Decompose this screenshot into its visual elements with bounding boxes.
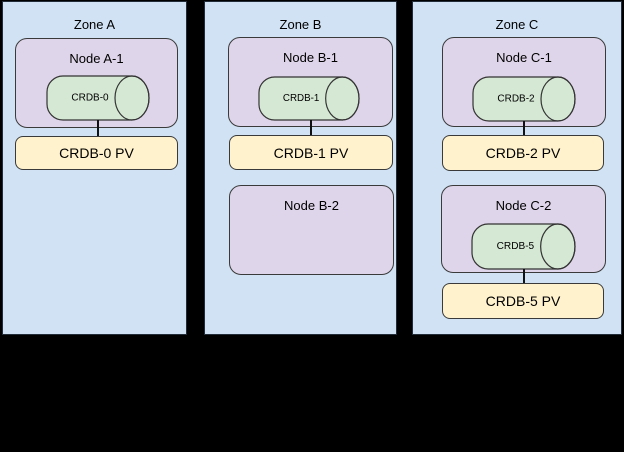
node-c-1-label: Node C-1 <box>496 50 552 65</box>
crdb-5-pv-box: CRDB-5 PV <box>442 283 604 319</box>
crdb-1-database-cylinder: CRDB-1 <box>258 76 360 121</box>
crdb-0-database-cylinder: CRDB-0 <box>46 75 150 121</box>
connector-crdb-2-to-pv <box>523 121 525 135</box>
zone-c-label: Zone C <box>495 17 539 32</box>
database-cylinder-icon: CRDB-5 <box>471 223 576 270</box>
database-cylinder-icon: CRDB-1 <box>258 76 360 121</box>
connector-crdb-0-to-pv <box>97 120 99 136</box>
node-a-1-label: Node A-1 <box>69 51 124 66</box>
node-c-2-label: Node C-2 <box>495 198 552 213</box>
database-cylinder-icon: CRDB-2 <box>472 76 576 122</box>
connector-crdb-1-to-pv <box>310 120 312 135</box>
crdb-0-pv-box: CRDB-0 PV <box>15 136 178 170</box>
crdb-2-pv-box: CRDB-2 PV <box>442 135 604 171</box>
crdb-2-database-cylinder: CRDB-2 <box>472 76 576 122</box>
crdb-1-label: CRDB-1 <box>283 93 319 104</box>
database-cylinder-icon: CRDB-0 <box>46 75 150 121</box>
crdb-1-pv-label: CRDB-1 PV <box>273 144 349 161</box>
crdb-0-label: CRDB-0 <box>71 93 109 104</box>
node-b-1-label: Node B-1 <box>283 50 338 65</box>
crdb-0-pv-label: CRDB-0 PV <box>59 145 134 161</box>
crdb-5-label: CRDB-5 <box>497 241 535 252</box>
node-b-2-label: Node B-2 <box>284 198 339 213</box>
node-b-2: Node B-2 <box>229 185 394 275</box>
crdb-1-pv-box: CRDB-1 PV <box>229 135 393 170</box>
zone-a-label: Zone A <box>73 17 116 32</box>
crdb-5-database-cylinder: CRDB-5 <box>471 223 576 270</box>
connector-crdb-5-to-pv <box>523 269 525 283</box>
crdb-2-label: CRDB-2 <box>497 94 535 105</box>
crdb-5-pv-label: CRDB-5 PV <box>485 293 561 309</box>
crdb-2-pv-label: CRDB-2 PV <box>485 145 561 161</box>
zone-b-label: Zone B <box>279 17 322 32</box>
